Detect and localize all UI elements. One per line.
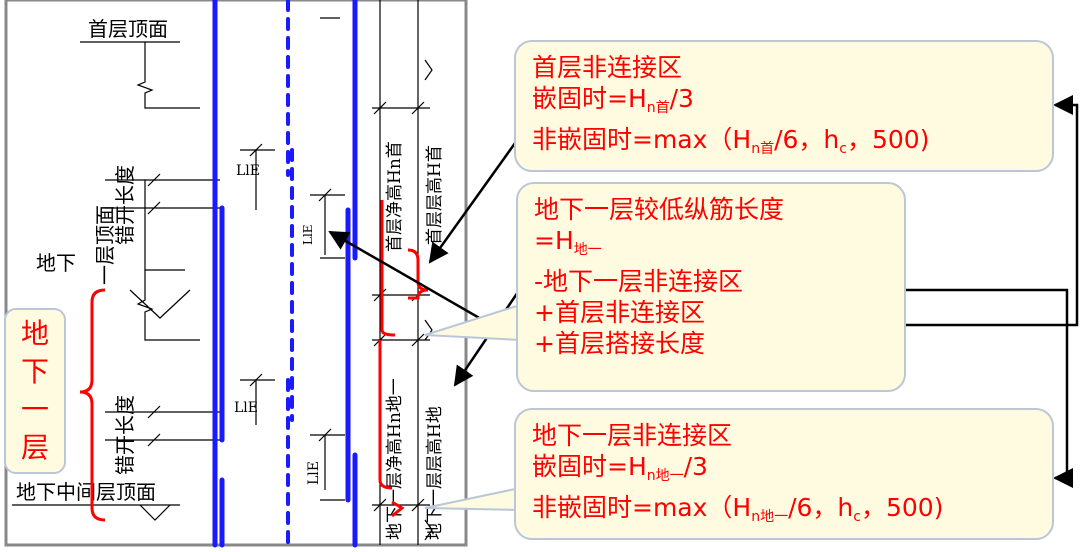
nonembedded-formula: 非嵌固时=max（Hn首/6，hc，500) [532, 125, 930, 157]
nonembedded-formula: 非嵌固时=max（Hn地一/6，hc，500) [532, 493, 944, 525]
basement-mid-top-label: 地下中间层顶面 [16, 480, 156, 504]
length-line-5: +首层搭接长度 [534, 329, 705, 358]
red-braces [79, 200, 429, 522]
embedded-formula: 嵌固时=Hn地一/3 [532, 452, 708, 484]
first-floor-height: 首层层高H首 [425, 145, 445, 245]
stagger-length-upper: 错开长度 [113, 165, 137, 245]
rebars [212, 0, 358, 548]
lle-label-3: LlE [301, 224, 315, 245]
panel-title: 地下一层非连接区 [532, 421, 733, 450]
basement-noncontinuous-brace [378, 340, 393, 490]
basement-bottom-brace [391, 500, 405, 518]
length-formula: =H地一 [534, 226, 602, 258]
side-label-char: 地 [20, 317, 49, 350]
panel-title: 地下一层较低纵筋长度 [534, 195, 785, 224]
side-label-char: 一 [20, 393, 49, 426]
basement-top-label: 一层顶面 [93, 205, 117, 285]
panel-first-floor-noncontinuous: 首层非连接区 嵌固时=Hn首/3 非嵌固时=max（Hn首/6，hc，500) [514, 40, 1054, 172]
basement-floor-height: 地下一层层高H地 [425, 406, 445, 540]
first-noncontinuous-brace [407, 248, 429, 300]
side-label-char: 下 [20, 355, 49, 388]
basement-brace [79, 288, 106, 522]
arrow-loop-basement [835, 288, 1073, 488]
lle-label-1: LlE [236, 163, 260, 179]
basement-clear-height: 地下一层净高Hn地一 [385, 378, 405, 540]
basement-side-label: 地 下 一 层 [4, 308, 66, 474]
first-floor-top-label: 首层顶面 [88, 17, 168, 41]
panel-title: 首层非连接区 [532, 53, 683, 82]
side-label-char: 层 [20, 431, 49, 464]
panel-basement-noncontinuous: 地下一层非连接区 嵌固时=Hn地一/3 非嵌固时=max（Hn地一/6，hc，5… [514, 408, 1054, 540]
panel-basement-rebar-length: 地下一层较低纵筋长度 =H地一 -地下一层非连接区 +首层非连接区 +首层搭接长… [516, 182, 906, 392]
embedded-formula: 嵌固时=Hn首/3 [532, 84, 694, 116]
first-rebar-brace [380, 200, 396, 337]
lle-label-2: LlE [234, 400, 258, 416]
first-clear-height: 首层净高Hn首 [385, 141, 405, 252]
length-line-3: -地下一层非连接区 [534, 267, 744, 296]
arrow-loop-first [745, 95, 1079, 327]
stagger-length-lower: 错开长度 [113, 395, 137, 475]
drawing-frame [4, 0, 468, 547]
lle-label-4: LlE [306, 461, 322, 485]
length-line-4: +首层非连接区 [534, 298, 705, 327]
basement-label-a: 地下 [36, 251, 76, 275]
arrow-to-first-noncontinuous [428, 124, 530, 264]
